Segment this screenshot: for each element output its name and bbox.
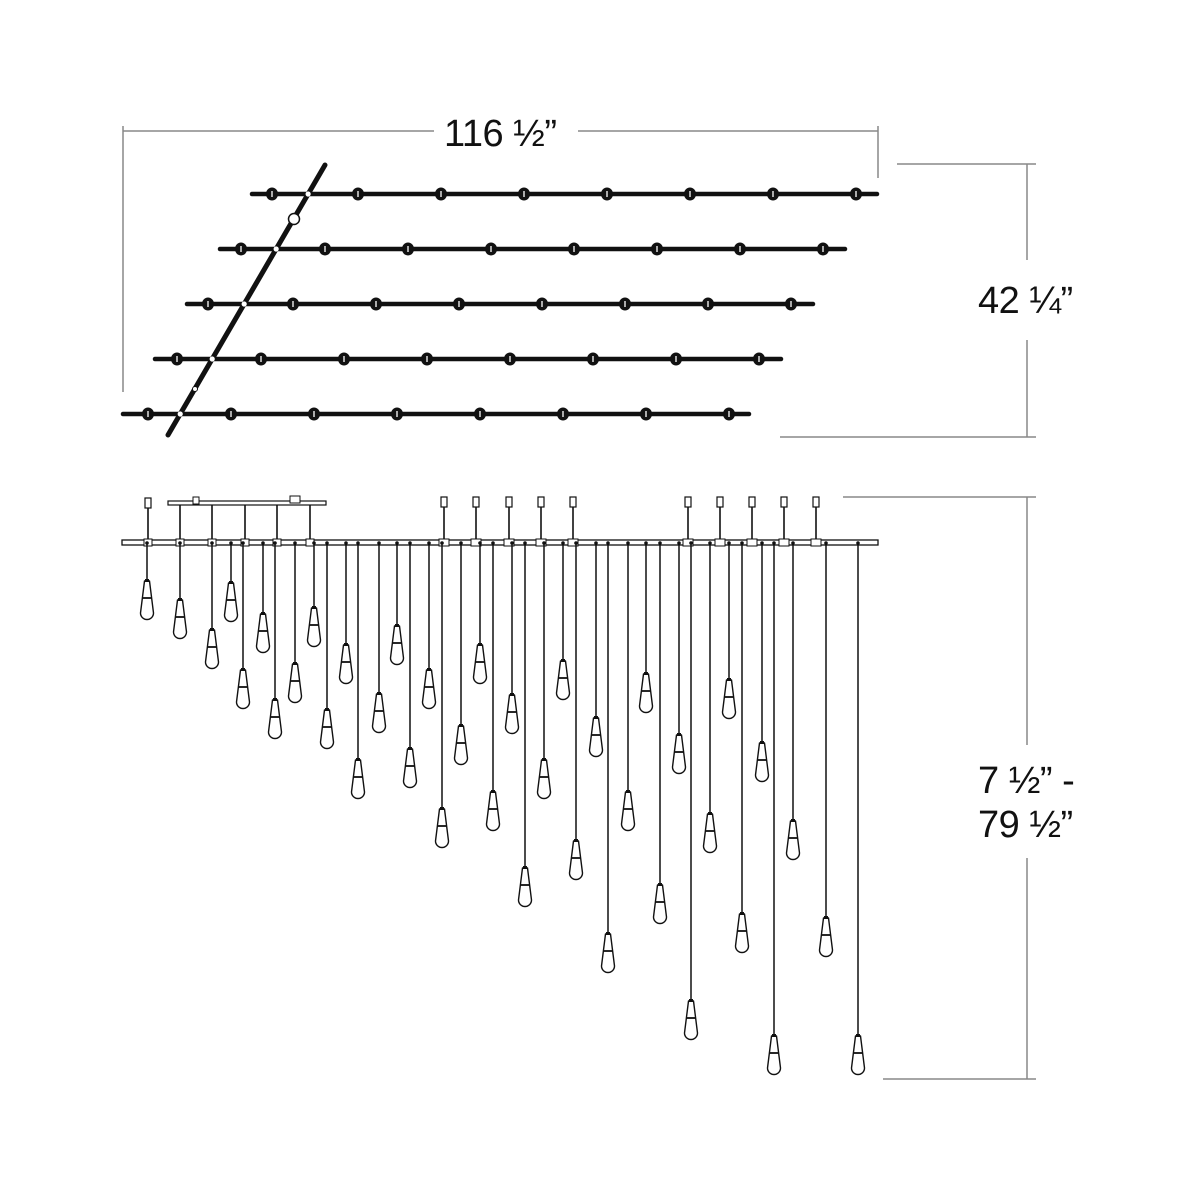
pendant-bulb-icon <box>850 1035 866 1076</box>
canopy-icon <box>287 212 301 226</box>
pendant-bulb-icon <box>568 840 584 881</box>
clamp-icon <box>438 538 450 547</box>
pendant-bulb-icon <box>818 917 834 958</box>
pendant-bulb-icon <box>350 759 366 800</box>
pendant-bulb-icon <box>652 884 668 925</box>
junction-icon <box>241 301 247 307</box>
pendant-bulb-icon <box>306 607 322 648</box>
dimension-lines <box>122 126 1036 1080</box>
pendant-bulb-icon <box>785 820 801 861</box>
connector-icon <box>192 496 200 505</box>
pendant-bulb-icon <box>588 717 604 758</box>
pendant-bulb-icon <box>671 734 687 775</box>
canopy-icon <box>537 496 545 508</box>
clamp-icon <box>714 538 726 547</box>
pendant-bulb-icon <box>702 813 718 854</box>
pendant-bulb-icon <box>517 867 533 908</box>
pendant-bulb-icon <box>504 694 520 735</box>
clamp-icon <box>778 538 790 547</box>
pendant-bulb-icon <box>620 791 636 832</box>
canopy-icon <box>716 496 724 508</box>
pendant-bulb-icon <box>536 759 552 800</box>
connector-icon <box>289 495 301 504</box>
upper-rail <box>167 500 327 506</box>
clamp-icon <box>567 538 579 547</box>
plan-spine <box>165 162 328 438</box>
clamp-icon <box>535 538 547 547</box>
pendant-bulb-icon <box>172 599 188 640</box>
main-rail <box>121 539 879 546</box>
pendant-bulb-icon <box>267 699 283 740</box>
pendant-bulb-icon <box>287 663 303 704</box>
pendant-bulb-icon <box>600 933 616 974</box>
junction-icon <box>209 356 215 362</box>
pendant-bulb-icon <box>319 709 335 750</box>
clamp-icon <box>682 538 694 547</box>
drop-min-label: 7 ½” - <box>978 760 1075 802</box>
pendant-bulb-icon <box>734 913 750 954</box>
clamp-icon <box>272 538 282 547</box>
junction-icon <box>305 191 311 197</box>
width-dimension-label: 116 ½” <box>434 113 567 157</box>
canopy-icon <box>780 496 788 508</box>
canopy-icon <box>144 497 152 509</box>
pendant-bulb-icon <box>389 625 405 666</box>
pendant-bulb-icon <box>638 673 654 714</box>
clamp-icon <box>240 538 250 547</box>
canopy-icon <box>748 496 756 508</box>
plan-view <box>120 162 880 438</box>
pendant-bulb-icon <box>485 791 501 832</box>
pendant-bulb-icon <box>204 629 220 670</box>
pendant-bulb-icon <box>421 669 437 710</box>
pendant-bulb-icon <box>371 693 387 734</box>
junction-icon <box>177 411 183 417</box>
canopy-icon <box>569 496 577 508</box>
canopy-icon <box>684 496 692 508</box>
canopy-icon <box>812 496 820 508</box>
pendant-bulb-icon <box>223 582 239 623</box>
pendant-bulb-icon <box>139 580 155 621</box>
clamp-icon <box>810 538 822 547</box>
pendant-bulb-icon <box>766 1035 782 1076</box>
depth-dimension-label: 42 ¼” <box>978 280 1073 324</box>
pendant-bulb-icon <box>754 742 770 783</box>
pendant-bulb-icon <box>235 669 251 710</box>
junction-icon <box>273 246 279 252</box>
elevation-view <box>121 495 879 1076</box>
pendant-bulb-icon <box>338 644 354 685</box>
drop-dimension-label: 7 ½” - 79 ½” <box>978 760 1075 848</box>
pendant-bulb-icon <box>472 644 488 685</box>
pendant-bulb-icon <box>402 748 418 789</box>
pendant-bulb-icon <box>683 1000 699 1041</box>
pendant-bulb-icon <box>555 660 571 701</box>
pendant-bulb-icon <box>434 808 450 849</box>
clamp-icon <box>746 538 758 547</box>
pendant-bulb-icon <box>453 725 469 766</box>
drop-max-label: 79 ½” <box>978 803 1073 846</box>
clamp-icon <box>503 538 515 547</box>
canopy-icon <box>192 386 198 392</box>
pendant-bulb-icon <box>721 679 737 720</box>
pendant-bulb-icon <box>255 613 271 654</box>
canopy-icon <box>505 496 513 508</box>
canopy-icon <box>472 496 480 508</box>
canopy-icon <box>440 496 448 508</box>
